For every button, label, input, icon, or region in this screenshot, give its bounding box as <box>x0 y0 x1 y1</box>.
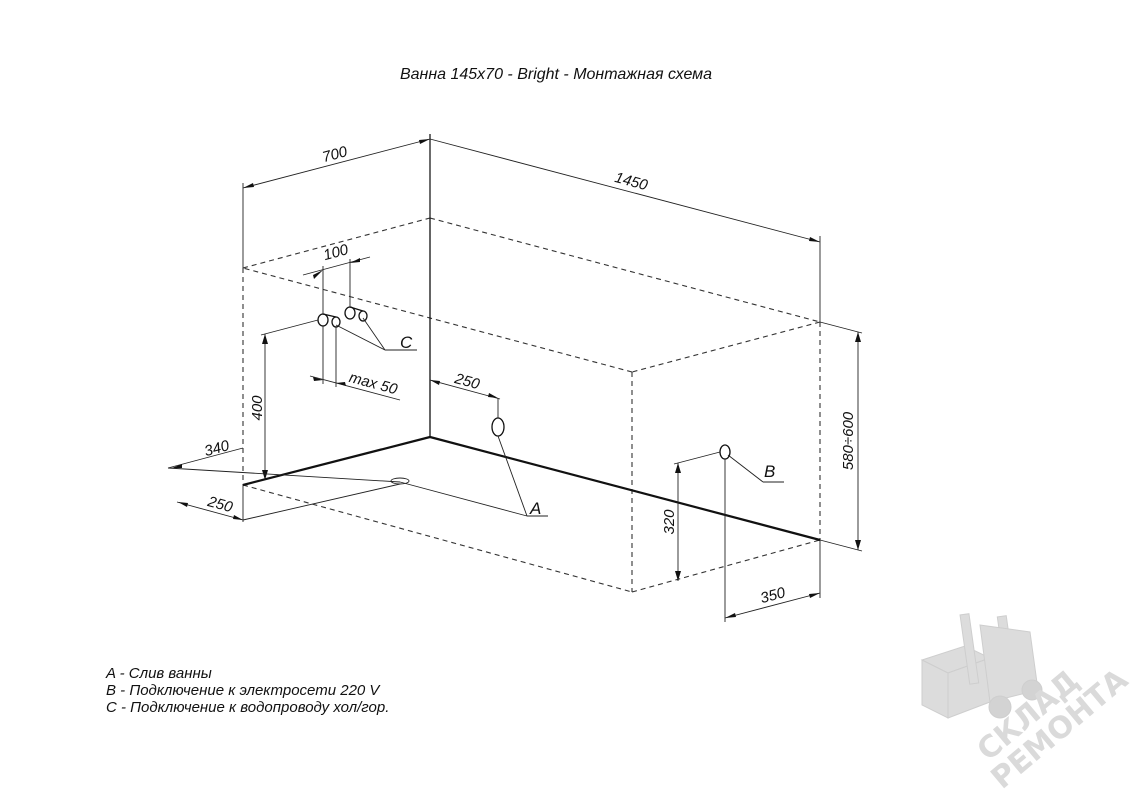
dimension-700-label: 700 <box>321 143 350 166</box>
dimension-1450: 1450 <box>429 138 821 322</box>
callout-a-label: A <box>529 499 541 518</box>
forklift-icon <box>920 613 1043 719</box>
dimension-350-label: 350 <box>759 584 788 607</box>
dimension-max50-label: max 50 <box>347 369 400 398</box>
diagram-title: Ванна 145x70 - Bright - Монтажная схема <box>400 66 712 83</box>
dimension-340: 340 <box>167 437 401 483</box>
connection-a: 250 A <box>399 370 548 518</box>
dimension-1450-label: 1450 <box>613 169 650 194</box>
dimension-580-600-label: 580÷600 <box>840 411 857 470</box>
dimension-250-left: 250 <box>176 483 401 522</box>
dimension-250-top-label: 250 <box>452 370 482 393</box>
callout-c-label: C <box>400 333 413 352</box>
connection-b: 320 350 B <box>661 444 821 622</box>
floor-drain <box>390 477 410 485</box>
watermark-logo: СКЛАД РЕМОНТА <box>920 613 1132 796</box>
legend-a: A - Слив ванны <box>105 665 212 682</box>
dimension-400-label: 400 <box>249 395 266 421</box>
dimension-320-label: 320 <box>661 509 678 535</box>
callout-b-label: B <box>764 462 775 481</box>
legend: A - Слив ванны B - Подключение к электро… <box>105 665 389 716</box>
dimension-700: 700 <box>242 134 431 268</box>
dimension-580-600: 580÷600 <box>819 321 863 552</box>
legend-c: C - Подключение к водопроводу хол/гор. <box>106 699 389 716</box>
dimension-100-label: 100 <box>322 241 351 264</box>
room-walls <box>242 134 821 542</box>
bathtub-outline <box>242 217 821 593</box>
dimension-250-left-label: 250 <box>205 493 235 516</box>
dimension-340-label: 340 <box>203 437 232 460</box>
legend-b: B - Подключение к электросети 220 V <box>106 682 381 699</box>
